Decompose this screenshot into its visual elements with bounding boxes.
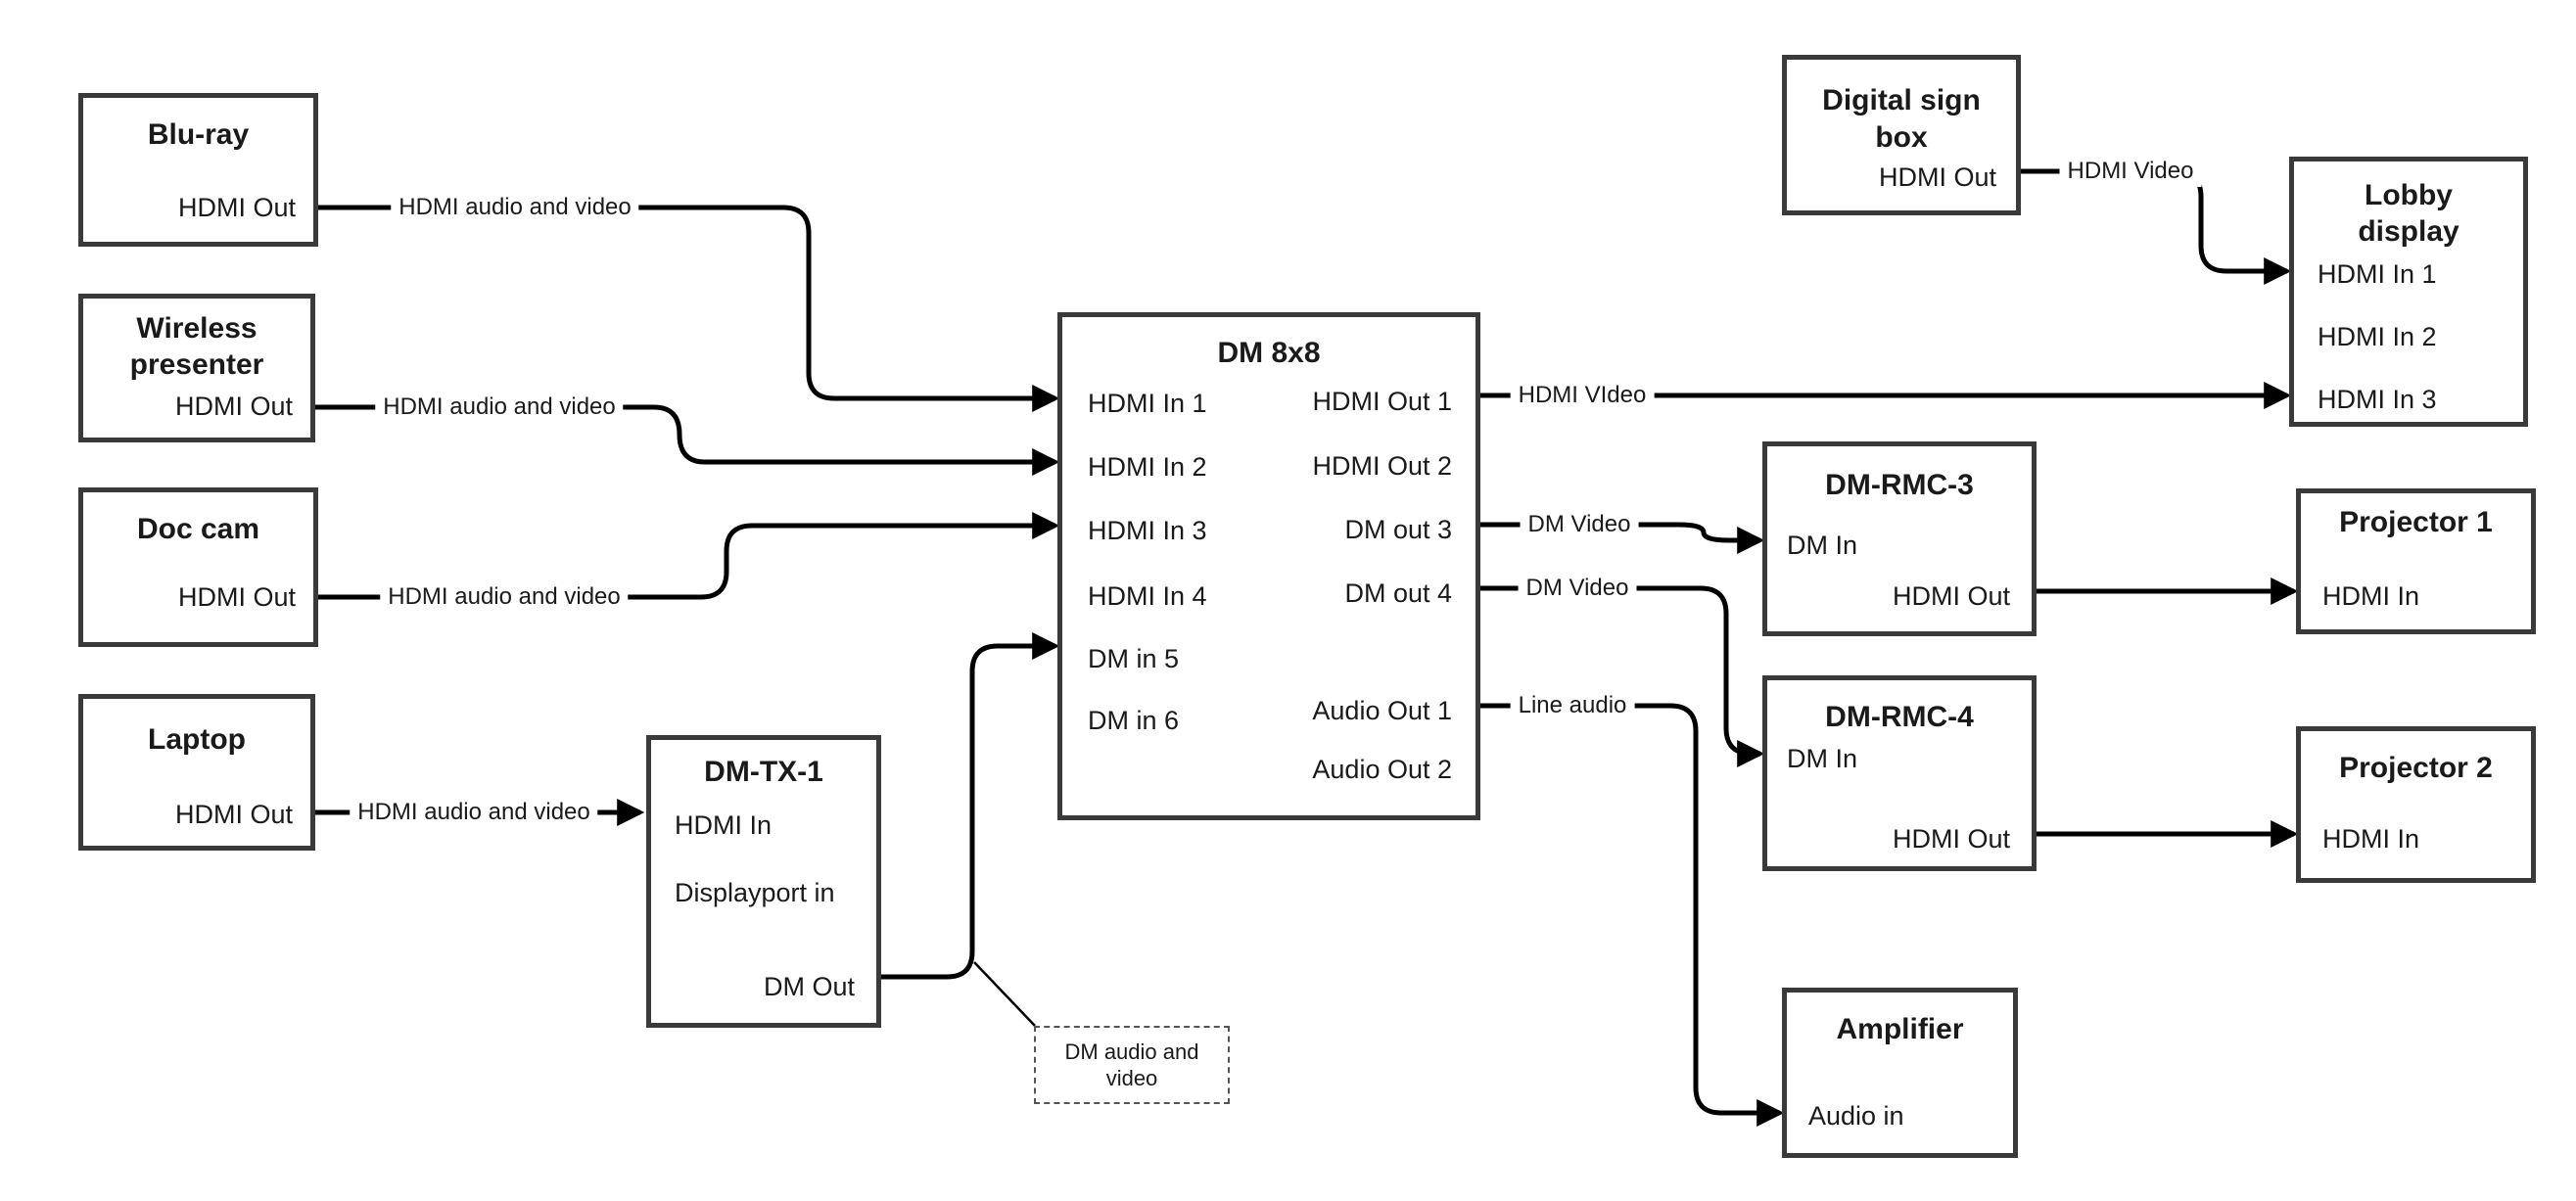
- callout-text: video: [1105, 1066, 1158, 1090]
- wire-label-hdmi-audio-video-bluray: HDMI audio and video: [391, 192, 639, 223]
- node-dm-tx-1: DM-TX-1 HDMI In Displayport in DM Out: [646, 735, 881, 1028]
- port-displayport-in: Displayport in: [675, 878, 835, 907]
- wire-label-hdmi-video-out1: HDMI VIdeo: [1510, 380, 1655, 411]
- port-dm-in: DM In: [1787, 744, 1858, 773]
- wire-dm8x8-out3-to-rmc3: [1480, 522, 1765, 554]
- wire-label-line-audio: Line audio: [1510, 690, 1635, 721]
- port-hdmi-out: HDMI Out: [177, 193, 296, 222]
- port-hdmi-in-1: HDMI In 1: [1088, 389, 1207, 418]
- port-hdmi-out: HDMI Out: [174, 800, 293, 829]
- port-hdmi-in: HDMI In: [2322, 581, 2420, 611]
- node-projector-1: Projector 1 HDMI In: [2296, 488, 2536, 634]
- callout-dm-audio-and-video: DM audio and video: [1034, 1026, 1230, 1104]
- wire-dm8x8-audio1-to-amplifier: [1480, 703, 1785, 1127]
- node-title: Projector 2: [2339, 752, 2493, 784]
- port-dm-in-5: DM in 5: [1088, 644, 1180, 673]
- node-bluray: Blu-ray HDMI Out: [78, 93, 318, 247]
- node-amplifier: Amplifier Audio in: [1782, 988, 2018, 1158]
- node-title: Amplifier: [1836, 1013, 1964, 1045]
- port-dm-out: DM Out: [763, 972, 855, 1001]
- node-wireless-presenter: Wireless presenter HDMI Out: [78, 294, 315, 442]
- port-audio-out-1: Audio Out 1: [1312, 696, 1452, 725]
- port-dm-in-6: DM in 6: [1088, 706, 1180, 735]
- port-hdmi-in-1: HDMI In 1: [2318, 259, 2437, 289]
- port-audio-in: Audio in: [1808, 1101, 1904, 1131]
- port-hdmi-in: HDMI In: [2322, 824, 2420, 854]
- wire-label-dm-video-out3: DM Video: [1520, 509, 1639, 540]
- wire-bluray-to-dm8x8-in1: [318, 205, 1060, 412]
- node-dm-rmc-4: DM-RMC-4 DM In HDMI Out: [1762, 675, 2037, 871]
- node-digital-sign-box: Digital sign box HDMI Out: [1782, 55, 2021, 215]
- port-hdmi-out: HDMI Out: [174, 392, 293, 421]
- node-laptop: Laptop HDMI Out: [78, 694, 315, 851]
- node-title: Lobby display: [2358, 179, 2459, 248]
- node-title: DM-TX-1: [704, 756, 823, 788]
- port-hdmi-out-2: HDMI Out 2: [1312, 451, 1452, 481]
- port-hdmi-in-4: HDMI In 4: [1088, 581, 1207, 611]
- port-hdmi-in-2: HDMI In 2: [1088, 452, 1207, 482]
- node-title: DM-RMC-4: [1825, 701, 1974, 733]
- port-hdmi-out: HDMI Out: [1878, 162, 1996, 192]
- node-title: Projector 1: [2339, 506, 2493, 538]
- port-hdmi-in-3: HDMI In 3: [1088, 516, 1207, 545]
- port-hdmi-in: HDMI In: [675, 810, 773, 840]
- wire-label-hdmi-video-digitalsign: HDMI Video: [2059, 156, 2202, 187]
- port-hdmi-out-1: HDMI Out 1: [1312, 387, 1452, 416]
- port-hdmi-out: HDMI Out: [1892, 824, 2010, 854]
- node-title: Wireless presenter: [129, 312, 264, 381]
- node-title: Doc cam: [136, 513, 260, 545]
- node-title: Laptop: [148, 723, 246, 756]
- port-dm-out-3: DM out 3: [1344, 515, 1452, 544]
- wire-wireless-to-dm8x8-in2: [315, 404, 1060, 476]
- wire-label-hdmi-audio-video-doccam: HDMI audio and video: [380, 581, 629, 613]
- callout-leader-line: [973, 961, 1036, 1027]
- wire-dm8x8-out4-to-rmc4: [1480, 585, 1765, 767]
- port-hdmi-in-2: HDMI In 2: [2318, 322, 2437, 351]
- port-hdmi-out: HDMI Out: [177, 582, 296, 612]
- wire-label-hdmi-audio-video-laptop: HDMI audio and video: [350, 797, 598, 828]
- node-title: Digital sign box: [1822, 84, 1981, 154]
- port-hdmi-out: HDMI Out: [1892, 581, 2010, 611]
- port-hdmi-in-3: HDMI In 3: [2318, 385, 2437, 414]
- node-lobby-display: Lobby display HDMI In 1 HDMI In 2 HDMI I…: [2289, 157, 2528, 427]
- port-dm-out-4: DM out 4: [1344, 578, 1452, 608]
- node-dm-8x8: DM 8x8 HDMI In 1 HDMI In 2 HDMI In 3 HDM…: [1057, 312, 1480, 820]
- node-title: DM-RMC-3: [1825, 469, 1974, 501]
- wire-label-hdmi-audio-video-wireless: HDMI audio and video: [375, 392, 624, 423]
- node-doc-cam: Doc cam HDMI Out: [78, 487, 318, 647]
- wire-dmtx1-to-dm8x8-in5: [881, 632, 1060, 980]
- node-projector-2: Projector 2 HDMI In: [2296, 726, 2536, 883]
- wire-doccam-to-dm8x8-in3: [318, 512, 1060, 600]
- wire-label-dm-video-out4: DM Video: [1518, 573, 1637, 604]
- port-dm-in: DM In: [1787, 531, 1858, 560]
- node-title: Blu-ray: [147, 118, 250, 151]
- port-audio-out-2: Audio Out 2: [1312, 755, 1452, 784]
- callout-text: DM audio and: [1064, 1039, 1199, 1064]
- node-dm-rmc-3: DM-RMC-3 DM In HDMI Out: [1762, 441, 2037, 636]
- node-title: DM 8x8: [1217, 337, 1321, 369]
